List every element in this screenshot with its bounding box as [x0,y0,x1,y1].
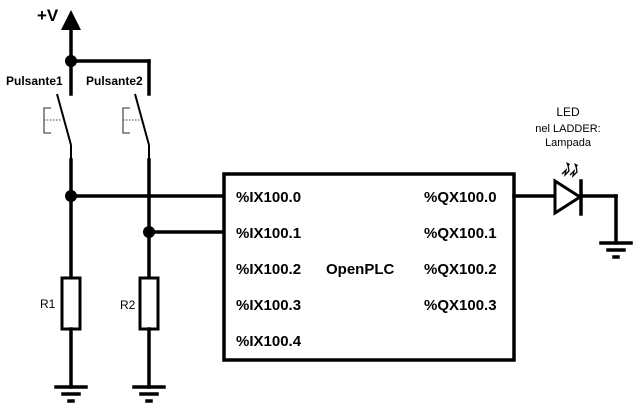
plc-input-pin: %IX100.1 [236,225,301,242]
junction-dot [65,190,77,202]
led-subtitle-line1: nel LADDER: [535,123,600,135]
resistor-icon [138,276,160,331]
light-emission-icon [561,162,578,178]
plc-output-pin: %QX100.0 [424,189,497,206]
resistor-r1: R1 [40,276,82,331]
plc-title: OpenPLC [326,261,395,278]
resistor2-label: R2 [120,298,136,312]
ground-icon [54,385,88,403]
led-title: LED [556,105,580,119]
plc-output-pin: %QX100.2 [424,261,497,278]
supply-arrow-icon [61,10,81,30]
resistor1-label: R1 [40,297,56,311]
pushbutton-switch-2: Pulsante2 [86,74,150,160]
plc-input-pin: %IX100.0 [236,189,301,206]
junction-dot [143,226,155,238]
led-subtitle-line2: Lampada [545,137,592,149]
resistor-icon [60,276,82,331]
led: LED nel LADDER: Lampada [535,105,601,216]
plc-output-pin: %QX100.3 [424,297,497,314]
junction-dot [65,55,77,67]
pushbutton-switch-1: Pulsante1 [6,74,72,160]
switch2-contact [134,93,150,146]
plc-input-pin: %IX100.4 [236,333,302,350]
supply-terminal: +V [37,6,81,63]
plc-input-pin: %IX100.3 [236,297,301,314]
ground-icon [599,241,633,259]
ground-icon [132,385,166,403]
plc-output-pin: %QX100.1 [424,225,497,242]
plc-block: %IX100.0 %IX100.1 %IX100.2 %IX100.3 %IX1… [222,172,516,362]
switch2-label: Pulsante2 [86,74,143,88]
led-diode-icon [553,178,583,216]
switch1-label: Pulsante1 [6,74,63,88]
switch1-contact [56,93,72,146]
supply-label: +V [37,6,59,25]
resistor-r2: R2 [120,276,160,331]
plc-input-pin: %IX100.2 [236,261,301,278]
plc-box [222,172,516,362]
